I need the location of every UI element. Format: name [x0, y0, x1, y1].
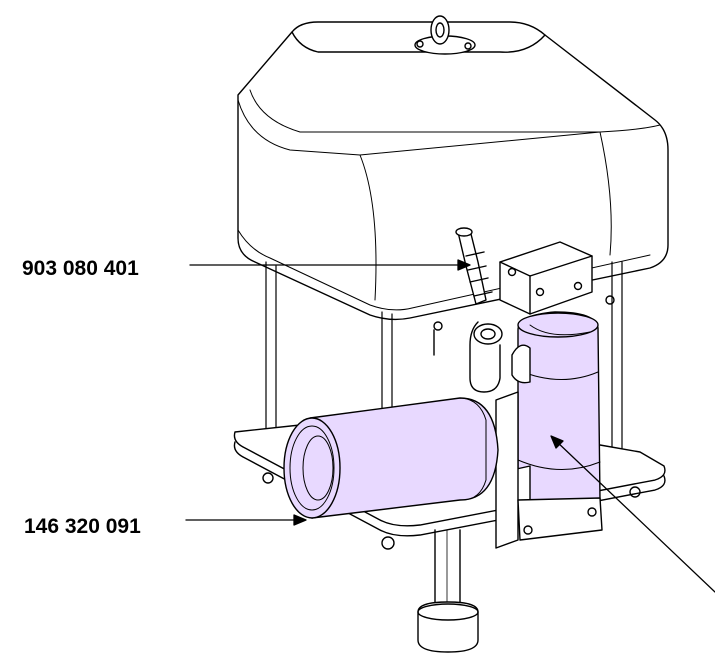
bottom-shaft: [417, 529, 479, 653]
lifting-eye: [414, 15, 476, 55]
hose-fitting: [455, 227, 493, 305]
elbow-fitting: [433, 295, 615, 393]
arrowhead-bottom: [293, 514, 307, 526]
mounting-block: [499, 241, 593, 315]
callout-label-horizontal-filter: 146 320 091: [24, 515, 141, 538]
leader-line-right: [554, 439, 715, 593]
arrowhead-right: [550, 435, 564, 449]
vertical-filter: [495, 311, 603, 549]
leader-lines: [185, 259, 715, 593]
top-cover: [237, 21, 669, 321]
arrowhead-top: [457, 259, 471, 271]
callout-label-hose-fitting: 903 080 401: [22, 257, 139, 280]
horizontal-filter: [283, 397, 499, 519]
